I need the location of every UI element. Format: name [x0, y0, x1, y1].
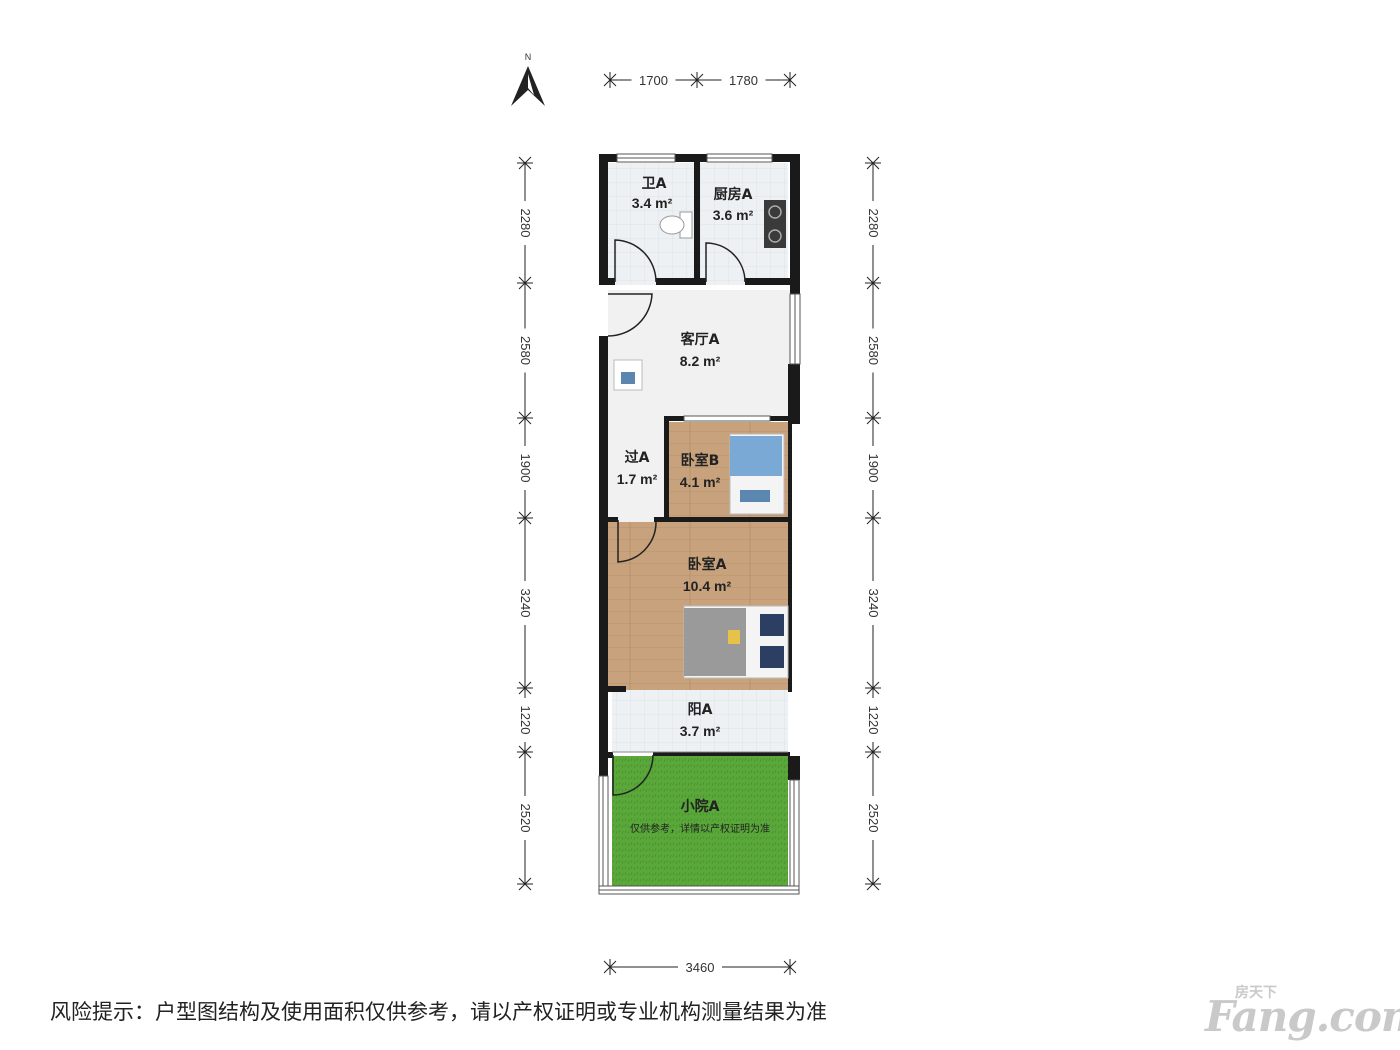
left-dimension-3: 3240	[518, 589, 533, 618]
corridor-name: 过A	[625, 449, 650, 466]
yard-door[interactable]	[612, 754, 654, 796]
bedroom-b-name: 卧室B	[681, 452, 720, 469]
right-dimension-3: 3240	[866, 589, 881, 618]
bedroom-a-name: 卧室A	[688, 556, 727, 573]
single-bed-icon	[729, 433, 785, 515]
right-dimension-5: 2520	[866, 804, 881, 833]
stove-icon	[764, 200, 786, 248]
top-dimension-1: 1780	[729, 73, 758, 88]
doors	[607, 239, 746, 796]
kitchen-name: 厨房A	[714, 186, 753, 203]
balcony-name: 阳A	[688, 702, 713, 718]
corridor-area: 1.7 m²	[617, 471, 658, 487]
right-dimension-1: 2580	[866, 336, 881, 365]
kitchen-door[interactable]	[705, 242, 746, 283]
right-dimension-2: 1900	[866, 454, 881, 483]
bedroom-a-area: 10.4 m²	[683, 578, 732, 594]
bottom-dimension-0: 3460	[686, 960, 715, 975]
kitchen-area: 3.6 m²	[713, 207, 754, 223]
compass-label: N	[525, 52, 532, 62]
logo-subtitle: 房天下	[1235, 985, 1277, 1001]
bedroom-a-door[interactable]	[617, 520, 657, 563]
left-dimension-1: 2580	[518, 336, 533, 365]
top-dimension-0: 1700	[639, 73, 668, 88]
north-compass-icon: N	[511, 52, 545, 106]
left-dimension-5: 2520	[518, 804, 533, 833]
bathroom-name: 卫A	[642, 176, 667, 192]
bedroom-b-area: 4.1 m²	[680, 474, 721, 490]
left-dimension-4: 1220	[518, 706, 533, 735]
balcony-area: 3.7 m²	[680, 723, 721, 739]
yard-name: 小院A	[681, 798, 720, 815]
logo-wordmark: Fang.com	[1205, 992, 1400, 1041]
right-dimension-0: 2280	[866, 209, 881, 238]
corridor-floor	[608, 416, 665, 522]
bathroom-door[interactable]	[614, 239, 657, 283]
walls	[599, 154, 800, 780]
living-floor	[608, 290, 790, 416]
dimension-lines: 1700 1780 3460 2280 2580 1900 3240 1220 2520 2280…	[517, 72, 881, 975]
living-name: 客厅A	[680, 331, 720, 348]
living-area: 8.2 m²	[680, 353, 721, 369]
right-dimension-4: 1220	[866, 706, 881, 735]
double-bed-icon	[683, 605, 789, 679]
yard-lawn	[612, 756, 788, 886]
armchair-icon	[613, 359, 643, 391]
disclaimer-text: 风险提示：户型图结构及使用面积仅供参考，请以产权证明或专业机构测量结果为准	[50, 1000, 827, 1024]
balcony-floor	[612, 690, 788, 752]
toilet-icon	[659, 211, 693, 239]
living-door[interactable]	[607, 293, 653, 337]
windows	[598, 153, 801, 895]
left-dimension-0: 2280	[518, 209, 533, 238]
bathroom-area: 3.4 m²	[632, 195, 673, 211]
fang-logo: 房天下 Fang.com	[1205, 982, 1400, 1042]
yard-note: 仅供参考，详情以产权证明为准	[630, 822, 770, 835]
left-dimension-2: 1900	[518, 454, 533, 483]
